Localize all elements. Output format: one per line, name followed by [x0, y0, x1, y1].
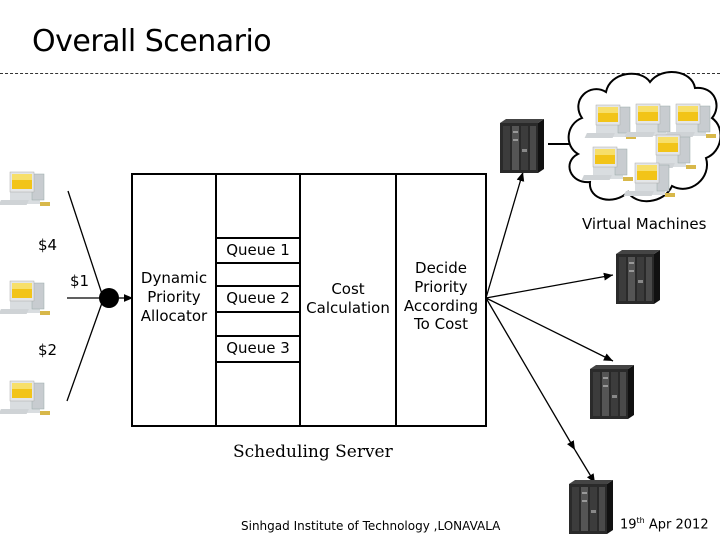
server-rack-icon — [569, 480, 613, 534]
client-cost-label: $1 — [70, 272, 90, 290]
client-3-link — [66, 299, 104, 402]
client-computer-3 — [0, 380, 51, 416]
link-to-server-3 — [485, 297, 614, 362]
queue-1: Queue 1 — [226, 241, 290, 259]
client-cost-label: $4 — [38, 236, 58, 254]
server-rack-icon — [616, 250, 660, 304]
queue-2: Queue 2 — [226, 289, 290, 307]
title-divider — [0, 73, 720, 74]
link-to-server-4 — [485, 297, 576, 451]
queue-3: Queue 3 — [226, 339, 290, 357]
cost-calculation-label: Cost Calculation — [306, 280, 390, 317]
decide-priority-label: Decide Priority According To Cost — [403, 259, 479, 334]
client-computer-1 — [0, 171, 51, 207]
client-cost-label: $2 — [38, 341, 58, 359]
virtual-machines-label: Virtual Machines — [582, 215, 707, 233]
scheduling-server-box — [131, 173, 487, 427]
client-1-link — [67, 190, 104, 298]
link-to-server-2 — [485, 272, 614, 299]
server-rack-icon — [590, 365, 634, 419]
footer-date: 19th Apr 2012 — [620, 516, 709, 533]
slide-title: Overall Scenario — [32, 24, 272, 59]
footer-institute: Sinhgad Institute of Technology ,LONAVAL… — [241, 519, 501, 533]
hub-node — [99, 288, 119, 308]
scheduling-server-label: Scheduling Server — [233, 442, 393, 462]
client-computer-2 — [0, 280, 51, 316]
allocator-label: Dynamic Priority Allocator — [140, 269, 208, 325]
link-to-vm-server — [485, 171, 525, 299]
server-rack-icon — [500, 119, 544, 173]
